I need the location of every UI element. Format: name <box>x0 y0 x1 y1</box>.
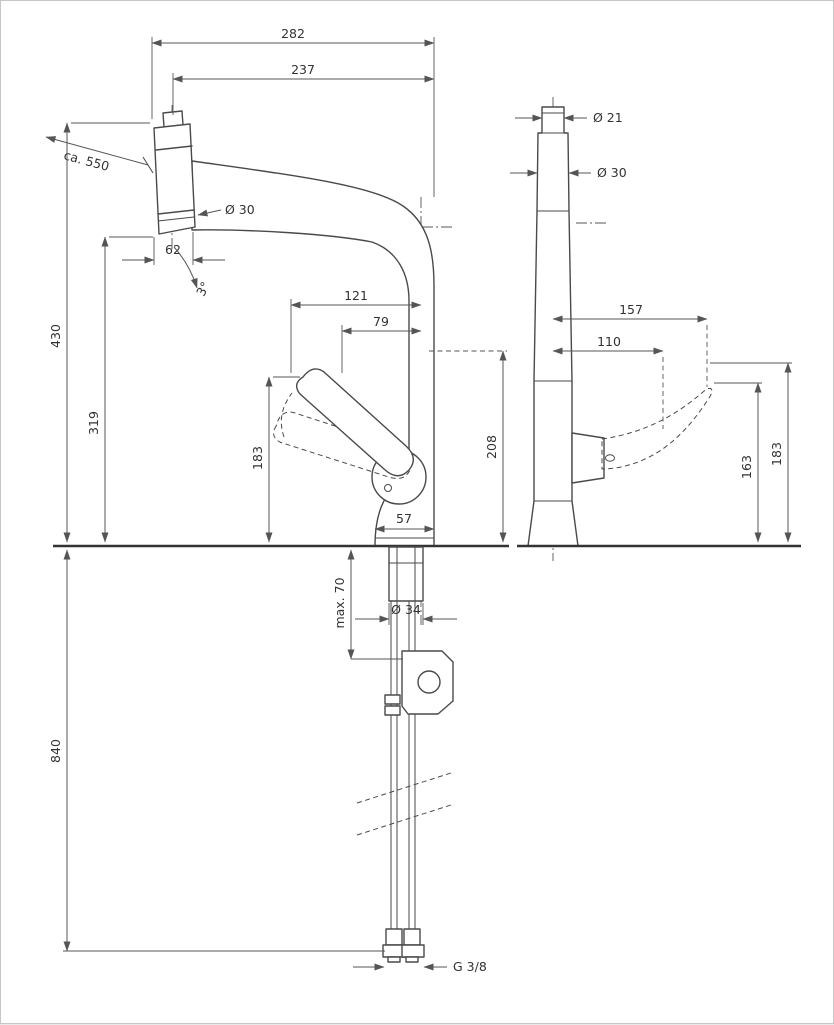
dim-110-label: 110 <box>597 334 621 349</box>
dim-183-front-label: 183 <box>769 442 784 466</box>
dim-237: 237 <box>172 62 435 115</box>
shank-dia-label: Ø 34 <box>391 602 421 617</box>
dim-282-label: 282 <box>281 26 305 41</box>
dim-62: 62 <box>122 232 225 265</box>
dia-21-label: Ø 21 <box>593 110 623 125</box>
dia-30-label: Ø 30 <box>597 165 627 180</box>
spout-body-outline <box>191 160 435 547</box>
front-handle-neck <box>571 432 605 484</box>
dim-57: 57 <box>374 511 435 533</box>
dim-79-label: 79 <box>373 314 389 329</box>
dim-dia-21: Ø 21 <box>515 110 623 125</box>
dim-connection: G 3/8 <box>353 959 487 974</box>
dim-208-label: 208 <box>484 435 499 459</box>
dim-208: 208 <box>429 350 507 543</box>
side-view: 282 237 ca. 550 Ø 30 62 3° <box>45 26 509 974</box>
dim-spray-diameter: Ø 30 <box>197 202 255 217</box>
shank <box>388 546 424 602</box>
dim-dia-30: Ø 30 <box>510 165 627 180</box>
dim-57-label: 57 <box>396 511 412 526</box>
dim-62-label: 62 <box>165 242 181 257</box>
dim-430: 430 <box>48 122 150 543</box>
set-screw <box>384 484 392 492</box>
hose-pullout-label: ca. 550 <box>62 147 111 173</box>
dim-183-side-label: 183 <box>250 446 265 470</box>
spray-head-aerator2 <box>157 216 195 222</box>
dim-319: 319 <box>86 236 153 543</box>
dim-237-label: 237 <box>291 62 315 77</box>
mounting-hardware <box>384 650 454 716</box>
connection-label: G 3/8 <box>453 959 487 974</box>
dim-282: 282 <box>151 26 435 197</box>
break-mark <box>356 772 452 804</box>
dim-183-front: 183 <box>710 362 792 543</box>
front-handle <box>571 387 713 484</box>
angle-label: 3° <box>193 279 213 299</box>
dim-angle-3deg: 3° <box>173 246 213 299</box>
dim-163-front-label: 163 <box>739 455 754 479</box>
dim-max-deck: max. 70 <box>332 549 403 660</box>
dim-319-label: 319 <box>86 411 101 435</box>
dim-110: 110 <box>552 334 664 429</box>
max-deck-label: max. 70 <box>332 577 347 628</box>
spray-head-outline <box>153 123 196 235</box>
dim-430-label: 430 <box>48 324 63 348</box>
spray-head-joint <box>155 145 193 151</box>
dim-163-front: 163 <box>714 382 762 543</box>
front-view: Ø 21 Ø 30 157 110 183 163 <box>510 97 801 561</box>
handle-lever <box>295 368 414 477</box>
dim-840: 840 <box>48 549 385 952</box>
dim-121-label: 121 <box>344 288 368 303</box>
dim-840-label: 840 <box>48 739 63 763</box>
dim-183-side: 183 <box>250 376 300 543</box>
dim-hose-pullout: ca. 550 <box>45 136 154 174</box>
hose-connectors <box>382 928 425 963</box>
dim-shank-diameter: Ø 34 <box>355 602 457 625</box>
front-handle-blade <box>601 387 713 470</box>
handle-motion-arc <box>280 392 293 438</box>
front-handle-screw <box>605 454 615 462</box>
dim-157: 157 <box>552 302 708 387</box>
dim-121: 121 <box>290 288 422 373</box>
dim-157-label: 157 <box>619 302 643 317</box>
front-joint-lines <box>534 112 572 502</box>
spray-dia-label: Ø 30 <box>225 202 255 217</box>
spray-head-aerator <box>157 209 195 215</box>
break-mark <box>356 804 452 836</box>
spray-head <box>153 110 196 235</box>
supply-hoses <box>390 601 416 929</box>
dim-79: 79 <box>341 314 422 373</box>
